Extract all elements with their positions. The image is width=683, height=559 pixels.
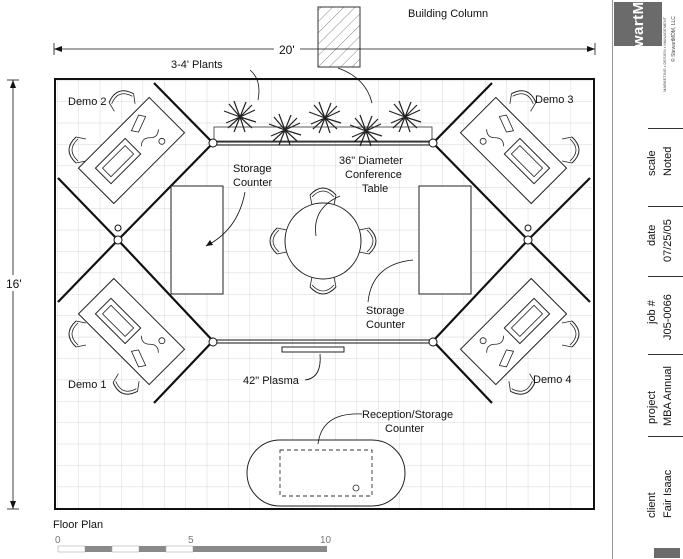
floor-plan-drawing: Building Column 20' 16' 3-4' Plants <box>4 6 596 553</box>
project-value: MBA Annual <box>662 366 674 426</box>
partition-walls <box>57 82 591 404</box>
scale-tick-10: 10 <box>320 535 332 546</box>
demo-1-label: Demo 1 <box>68 379 107 391</box>
storage-right-line-1: Storage <box>366 305 405 317</box>
storage-counter-right <box>418 185 472 295</box>
job-value: J05-0066 <box>662 294 674 340</box>
width-dimension-text: 20' <box>279 43 295 57</box>
demo-3-label: Demo 3 <box>535 94 574 106</box>
conference-line-1: 36" Diameter <box>339 155 403 167</box>
demo-4-label: Demo 4 <box>533 374 572 386</box>
storage-left-line-2: Counter <box>233 177 272 189</box>
scale-value: Noted <box>662 146 674 176</box>
plasma-screen <box>281 346 345 353</box>
plants-label: 3-4' Plants <box>171 59 223 71</box>
copyright-text: © StewartMDM, LLC <box>671 16 677 62</box>
plasma-label: 42" Plasma <box>243 375 300 387</box>
scale-bar: 0 5 10 <box>55 535 332 553</box>
booth-outline <box>54 78 595 510</box>
scale-label: scale <box>646 150 658 176</box>
planter <box>213 126 433 142</box>
storage-counter-left <box>170 185 224 295</box>
scale-tick-5: 5 <box>188 535 194 546</box>
plants-leader <box>249 69 260 101</box>
floor-plan-title: Floor Plan <box>53 519 103 531</box>
storage-left-line-1: Storage <box>233 163 272 175</box>
brand-tagline: MARKETING • DESIGN • MANAGEMENT <box>662 16 667 92</box>
conference-line-3: Table <box>362 183 388 195</box>
reception-line-2: Counter <box>385 423 424 435</box>
demo-2-label: Demo 2 <box>68 96 107 108</box>
storage-right-line-2: Counter <box>366 319 405 331</box>
width-dimension: 20' <box>53 42 596 57</box>
title-block: StewartMDM © StewartMDM, LLC MARKETING •… <box>612 0 683 559</box>
client-label: client <box>646 492 658 518</box>
job-label: job # <box>646 300 658 324</box>
building-column-label: Building Column <box>408 8 488 20</box>
reception-counter <box>246 439 406 507</box>
brand-logo: StewartMDM <box>614 0 662 72</box>
height-dimension-text: 16' <box>6 277 22 291</box>
date-value: 07/25/05 <box>662 219 674 262</box>
conference-table <box>269 187 377 295</box>
date-label: date <box>646 224 658 246</box>
building-column <box>317 6 361 68</box>
height-dimension: 16' <box>4 79 24 510</box>
conference-line-2: Conference <box>345 169 402 181</box>
project-label: project <box>646 390 658 424</box>
scale-tick-0: 0 <box>55 535 61 546</box>
corner-mark <box>654 548 680 558</box>
reception-line-1: Reception/Storage <box>362 409 453 421</box>
client-value: Fair Isaac <box>662 469 674 518</box>
